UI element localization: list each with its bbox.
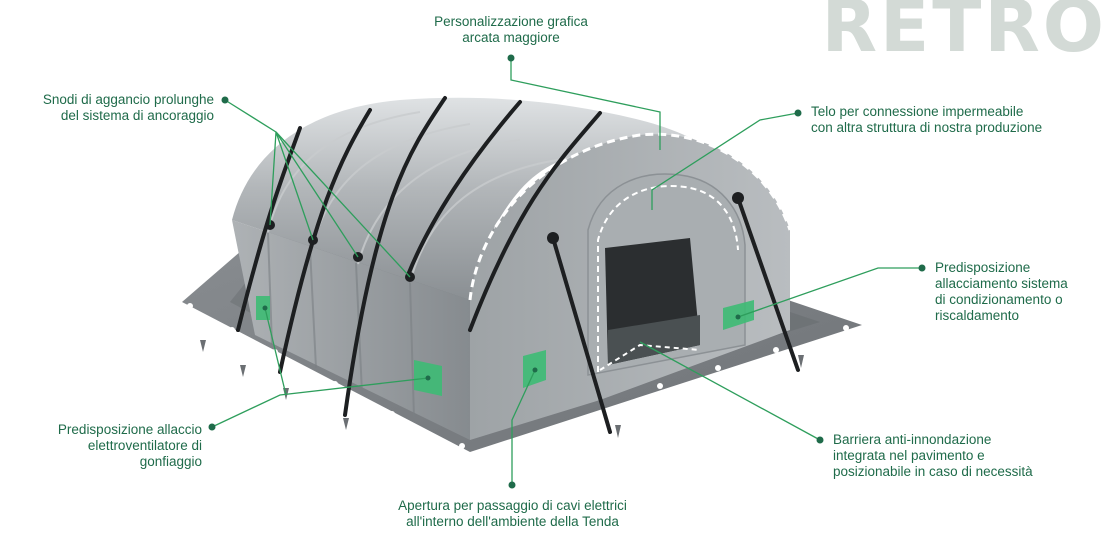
- leader-lines: [211, 58, 922, 485]
- label-snodi-aggancio: Snodi di aggancio prolunghe del sistema …: [42, 92, 214, 123]
- label-predisposizione-condizionamento: Predisposizione allacciamento sistema di…: [935, 260, 1068, 323]
- ground-stakes: [200, 340, 804, 438]
- label-telo-connessione: Telo per connessione impermeabile con al…: [811, 104, 1043, 135]
- label-predisposizione-elettroventilatore: Predisposizione allaccio elettroventilat…: [57, 422, 202, 469]
- label-personalizzazione-grafica: Personalizzazione grafica arcata maggior…: [434, 14, 588, 45]
- label-apertura-cavi: Apertura per passaggio di cavi elettrici…: [398, 498, 627, 529]
- label-barriera-anti-innondazione: Barriera anti-innondazione integrata nel…: [833, 432, 1033, 479]
- inner-arch-dashed: [597, 185, 739, 372]
- anchor-straps: [236, 96, 800, 434]
- tent-side-wall: [232, 220, 470, 440]
- flood-barrier-dashed: [599, 343, 701, 371]
- floor-grommets: [187, 303, 849, 449]
- brand-logo: RETRO: [821, 0, 1107, 68]
- door-floor: [608, 315, 700, 365]
- front-arch-outline: [468, 132, 792, 301]
- patch-markers: [262, 305, 741, 381]
- leader-endpoints: [208, 54, 926, 489]
- roof-tubes: [267, 111, 571, 283]
